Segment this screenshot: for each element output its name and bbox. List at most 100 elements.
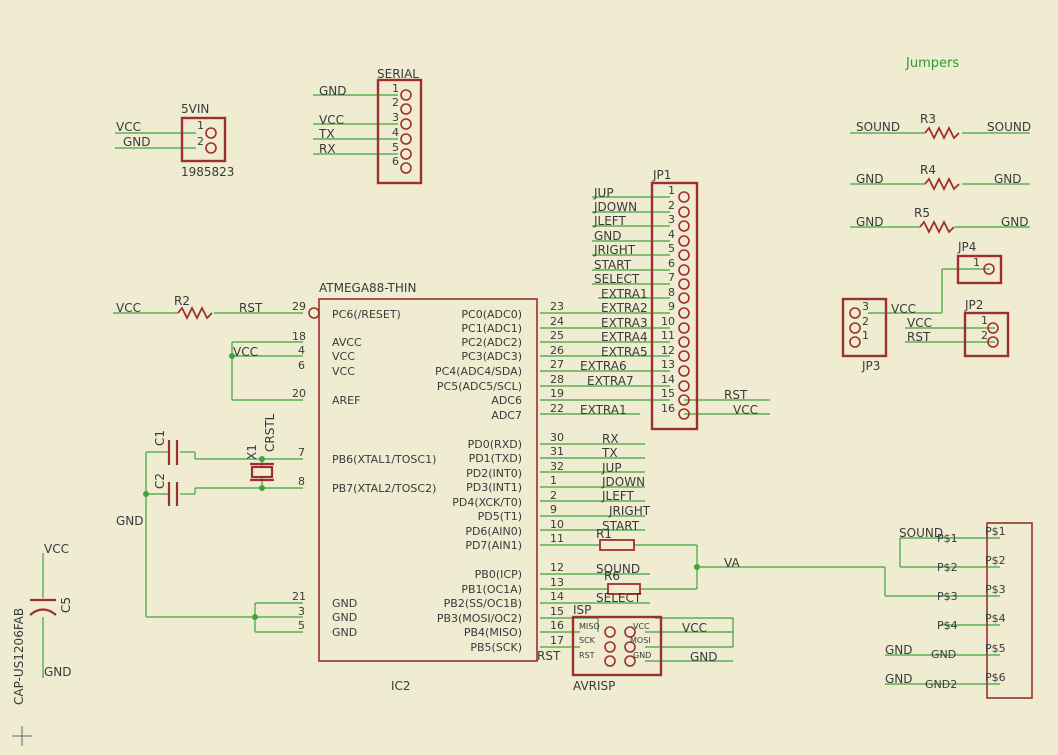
5vin-value: 1985823: [181, 165, 234, 179]
ic-pin-aref: AREF: [332, 394, 360, 407]
isp-pin-sck: SCK: [579, 636, 596, 645]
atmega88-body: [318, 298, 538, 662]
ic-pin-pd1: PD1(TXD): [469, 452, 522, 465]
isp-pin-gnd: GND: [633, 651, 651, 660]
pin-number: 16: [550, 619, 564, 632]
net-vcc: VCC: [891, 302, 916, 316]
pad-label: P$3: [937, 590, 958, 603]
net-vcc: VCC: [733, 403, 758, 417]
ic-pin-pb7: PB7(XTAL2/TOSC2): [332, 482, 436, 495]
pin-number: 4: [392, 126, 399, 139]
ic-pin-pb4: PB4(MISO): [464, 626, 522, 639]
net-gnd: GND: [123, 135, 151, 149]
pin-number: 1: [197, 119, 204, 132]
net-extra7: EXTRA7: [587, 374, 634, 388]
ic-pin-pb5: PB5(SCK): [470, 641, 522, 654]
isp-pin-vcc: VCC: [633, 622, 650, 631]
pin-number: 29: [292, 300, 306, 313]
pin-number: 4: [668, 228, 675, 241]
net-gnd: GND: [319, 84, 347, 98]
pin-number: 5: [392, 141, 399, 154]
jp4-connector: [956, 254, 1003, 285]
pin-number: 22: [550, 402, 564, 415]
pin-number: 3: [392, 111, 399, 124]
net-start: START: [594, 258, 632, 272]
ic-pin-pc2: PC2(ADC2): [461, 336, 522, 349]
pin-number: 31: [550, 445, 564, 458]
pin-number: 9: [550, 503, 557, 516]
pin-number: 2: [668, 199, 675, 212]
r2-resistor: [177, 305, 213, 321]
net-extra4: EXTRA4: [601, 330, 648, 344]
pin-number: 5: [668, 242, 675, 255]
pin-number: 2: [550, 489, 557, 502]
pin-number: 14: [550, 590, 564, 603]
net-tx: TX: [318, 127, 335, 141]
pad-pin: P$5: [985, 642, 1006, 655]
c5-value: CAP-US1206FAB: [12, 608, 26, 705]
pin-number: 13: [550, 576, 564, 589]
pin-number: 8: [668, 286, 675, 299]
jumpers-title: Jumpers: [905, 56, 959, 71]
r3-label: R3: [920, 112, 936, 126]
net-gnd: GND: [994, 172, 1022, 186]
pin-number: 2: [392, 96, 399, 109]
parts: [180, 78, 1010, 677]
net-rst: RST: [724, 388, 748, 402]
pin-number: 7: [298, 446, 305, 459]
r6-label: R6: [604, 569, 620, 583]
pin-number: 16: [661, 402, 675, 415]
net-gnd: GND: [594, 229, 622, 243]
net-vcc: VCC: [319, 113, 344, 127]
pin-number: 3: [298, 605, 305, 618]
pad-pin: P$3: [985, 583, 1006, 596]
pin-number: 6: [668, 257, 675, 270]
r4-label: R4: [920, 163, 936, 177]
pin-number: 11: [550, 532, 564, 545]
pin-number: 32: [550, 460, 564, 473]
ic-pin-vcc: VCC: [332, 350, 355, 363]
wires: [42, 94, 1030, 685]
jp2-label: JP2: [964, 298, 983, 312]
r3-resistor: [924, 125, 960, 141]
pin-number: 5: [298, 619, 305, 632]
pin-number: 25: [550, 329, 564, 342]
pin-number: 1: [550, 474, 557, 487]
ic-pin-pc0: PC0(ADC0): [461, 308, 522, 321]
pad-pin: P$4: [985, 612, 1006, 625]
net-extra2: EXTRA2: [601, 301, 648, 315]
pin-number: 14: [661, 373, 675, 386]
net-sound: SOUND: [899, 526, 943, 540]
ic-pin-pc3: PC3(ADC3): [461, 350, 522, 363]
net-tx: TX: [601, 446, 618, 460]
net-rst: RST: [537, 649, 561, 663]
net-start: START: [602, 519, 640, 533]
pad-pin: P$2: [985, 554, 1006, 567]
avrisp-label: AVRISP: [573, 679, 615, 693]
ic-pin-pd6: PD6(AIN0): [465, 525, 522, 538]
net-rx: RX: [602, 432, 619, 446]
ic-pin-pb0: PB0(ICP): [475, 568, 522, 581]
pin-number: 18: [292, 330, 306, 343]
net-jright: JRIGHT: [608, 504, 651, 518]
net-rst: RST: [239, 301, 263, 315]
pin-number: 12: [661, 344, 675, 357]
isp-label: ISP: [573, 603, 591, 617]
5vin-label: 5VIN: [181, 102, 209, 116]
net-extra5: EXTRA5: [601, 345, 648, 359]
net-extra3: EXTRA3: [601, 316, 648, 330]
ic-pin-pd4: PD4(XCK/T0): [452, 496, 522, 509]
net-gnd: GND: [690, 650, 718, 664]
ic-pin-pc1: PC1(ADC1): [461, 322, 522, 335]
pad-label: GND: [931, 648, 956, 661]
pin-number: 11: [661, 329, 675, 342]
ic-pin-pc6: PC6(/RESET): [332, 308, 401, 321]
ic-pin-gnd: GND: [332, 597, 357, 610]
pin-number: 4: [298, 344, 305, 357]
net-extra6: EXTRA6: [580, 359, 627, 373]
pin-number: 30: [550, 431, 564, 444]
net-vcc: VCC: [116, 301, 141, 315]
pin-number: 26: [550, 344, 564, 357]
5vin-connector: [180, 116, 227, 163]
net-jdown: JDOWN: [601, 475, 645, 489]
